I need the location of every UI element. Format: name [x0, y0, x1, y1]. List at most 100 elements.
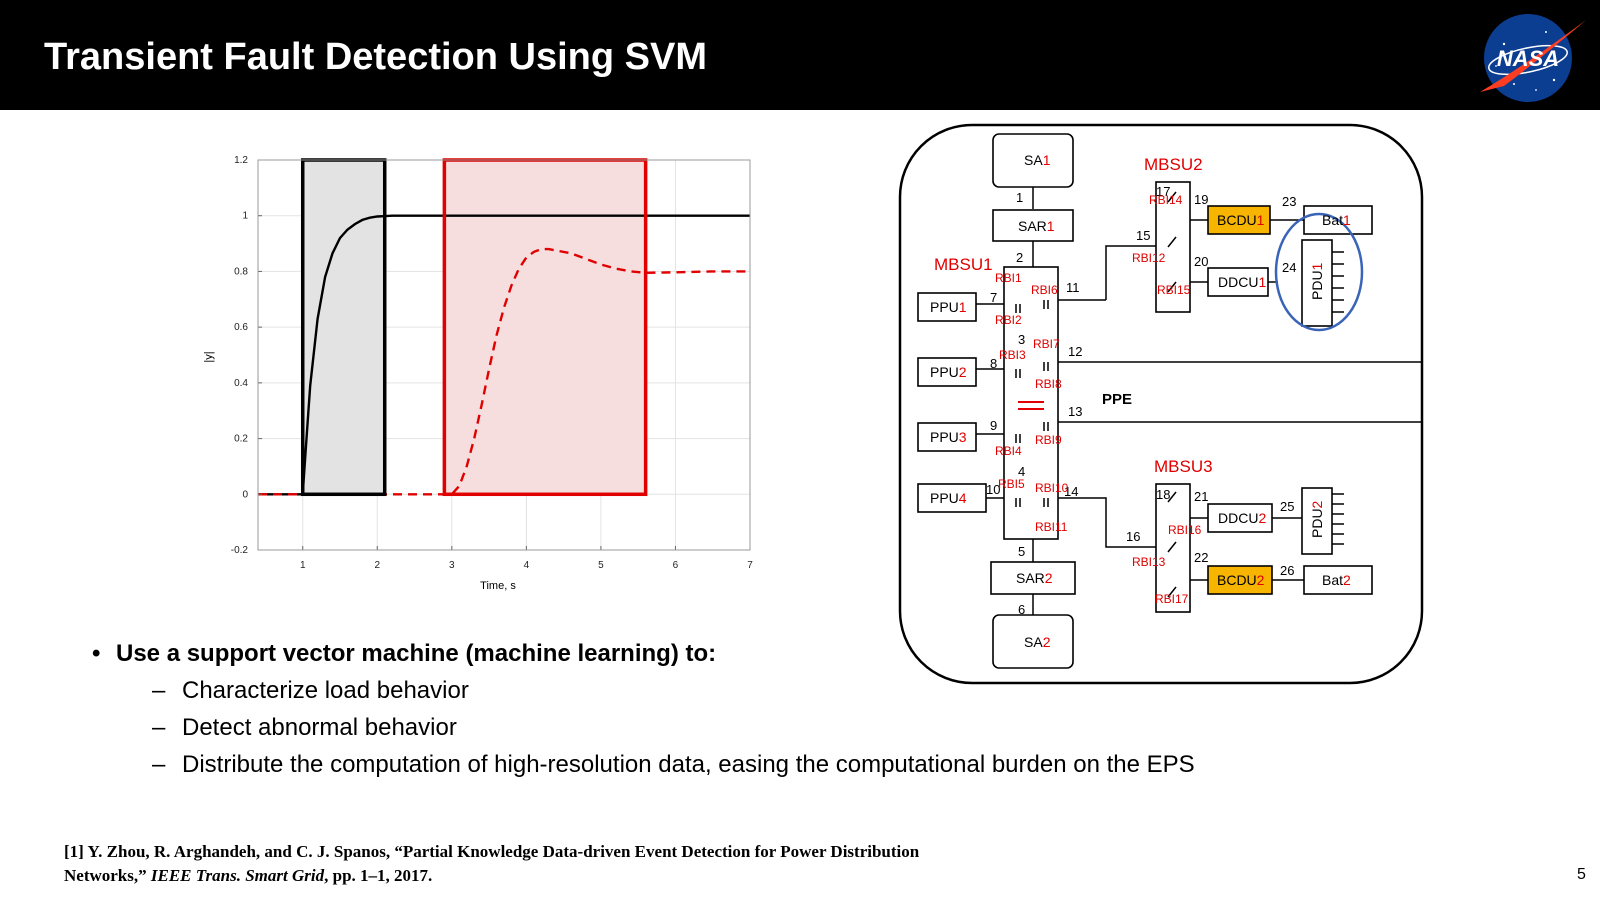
bcdu1-box: [1207, 205, 1271, 235]
ppu2-label: PPU2: [930, 364, 967, 380]
bullet-main: • Use a support vector machine (machine …: [92, 636, 1492, 672]
pdu-output-lines: [1332, 251, 1344, 545]
node-7: 7: [990, 290, 997, 305]
x-tick-label: 2: [374, 560, 380, 571]
breaker-symbols: [1015, 191, 1177, 598]
reference-line-2: Networks,” IEEE Trans. Smart Grid, pp. 1…: [64, 864, 1164, 888]
rbi12-label: RBI12: [1132, 251, 1166, 265]
y-tick-label: 0.8: [234, 266, 248, 277]
sub-bullet-text: Detect abnormal behavior: [182, 714, 457, 741]
pdu1-highlight-circle: [1274, 212, 1364, 332]
node-16: 16: [1126, 529, 1140, 544]
rbi1-label: RBI1: [995, 271, 1022, 285]
sub-bullet: – Distribute the computation of high-res…: [92, 746, 1492, 783]
ppu4-box: [917, 483, 987, 513]
ddcu1-label: DDCU1: [1218, 274, 1266, 290]
y-tick-label: 0.2: [234, 434, 248, 445]
sar2-box: [990, 561, 1076, 595]
diagram-border: [898, 123, 1424, 685]
slide-header: Transient Fault Detection Using SVM NASA: [0, 0, 1600, 110]
chart-series: [258, 214, 750, 496]
node-5: 5: [1018, 544, 1025, 559]
node-12: 12: [1068, 344, 1082, 359]
x-tick-label: 3: [449, 560, 455, 571]
node-25: 25: [1280, 499, 1294, 514]
y-axis-label: |y|: [203, 351, 215, 362]
node-18: 18: [1156, 487, 1170, 502]
highlight-box-fill: [302, 160, 385, 495]
node-22: 22: [1194, 550, 1208, 565]
rbi-labels: RBI1 RBI2 RBI3 RBI4 RBI5 RBI6 RBI7 RBI8 …: [995, 193, 1202, 606]
node-6: 6: [1018, 602, 1025, 617]
sa1-label: SA1: [1024, 152, 1051, 168]
bcdu2-box: [1207, 565, 1273, 595]
sub-bullet-dash: –: [152, 751, 166, 778]
reference-citation: [1] Y. Zhou, R. Arghandeh, and C. J. Spa…: [64, 840, 1164, 888]
rbi17-label: RBI17: [1155, 592, 1189, 606]
nasa-logo-text: NASA: [1497, 46, 1559, 71]
ppe-label: PPE: [1102, 391, 1132, 408]
bat2-label: Bat2: [1322, 572, 1351, 588]
rbi9-label: RBI9: [1035, 433, 1062, 447]
pdu1-box: [1301, 239, 1333, 327]
node-8: 8: [990, 356, 997, 371]
ppu3-label: PPU3: [930, 429, 967, 445]
x-tick-label: 1: [300, 560, 306, 571]
sub-bullet-text: Characterize load behavior: [182, 677, 469, 704]
x-tick-label: 6: [673, 560, 679, 571]
sa2-label: SA2: [1024, 634, 1051, 650]
reference-pages: , pp. 1–1, 2017.: [324, 866, 433, 885]
sa2-box: [992, 614, 1074, 669]
mbsu2-bus: [1155, 181, 1191, 313]
rbi14-label: RBI14: [1149, 193, 1183, 207]
rbi7-label: RBI7: [1033, 337, 1060, 351]
node-13: 13: [1068, 404, 1082, 419]
node-23: 23: [1282, 194, 1296, 209]
node-14: 14: [1064, 484, 1078, 499]
reference-authors-end: Networks,”: [64, 866, 151, 885]
y-tick-label: 1: [242, 211, 248, 222]
rbi2-label: RBI2: [995, 313, 1022, 327]
rbi4-label: RBI4: [995, 444, 1022, 458]
sub-bullet-text: Distribute the computation of high-resol…: [182, 751, 1195, 778]
bcdu1-label: BCDU1: [1217, 212, 1265, 228]
nasa-logo: NASA: [1480, 14, 1586, 102]
rbi10-label: RBI10: [1035, 481, 1069, 495]
component-labels: SA1 SAR1 SAR2 SA2 PPU1 PPU2 PPU3 PPU4 BC…: [930, 152, 1351, 650]
bcdu2-label: BCDU2: [1217, 572, 1265, 588]
sub-bullet: – Detect abnormal behavior: [92, 709, 1492, 746]
ddcu1-box: [1207, 267, 1269, 297]
mbsu1-label: MBSU1: [934, 255, 993, 274]
rbi6-label: RBI6: [1031, 283, 1058, 297]
node-1: 1: [1016, 190, 1023, 205]
rbi11-label: RBI11: [1035, 520, 1068, 534]
normal-response-line: [258, 214, 750, 496]
node-19: 19: [1194, 192, 1208, 207]
ppu2-box: [917, 357, 977, 387]
ppu3-box: [917, 422, 977, 452]
y-tick-label: 1.2: [234, 155, 248, 166]
rbi13-label: RBI13: [1132, 555, 1166, 569]
sub-bullet: – Characterize load behavior: [92, 672, 1492, 709]
rbi16-label: RBI16: [1168, 523, 1202, 537]
bullet-list: • Use a support vector machine (machine …: [92, 636, 1492, 783]
ddcu2-label: DDCU2: [1218, 510, 1266, 526]
node-20: 20: [1194, 254, 1208, 269]
ppu1-box: [917, 292, 977, 322]
node-4: 4: [1018, 464, 1025, 479]
slide-title: Transient Fault Detection Using SVM: [44, 36, 707, 78]
ppu4-label: PPU4: [930, 490, 967, 506]
x-axis-label: Time, s: [480, 580, 516, 592]
ddcu2-box: [1207, 503, 1273, 533]
rbi15-label: RBI15: [1157, 283, 1191, 297]
reference-journal: IEEE Trans. Smart Grid: [150, 866, 325, 885]
chart-highlight-boxes: [302, 160, 646, 495]
rbi3-label: RBI3: [999, 348, 1026, 362]
mbsu3-label: MBSU3: [1154, 457, 1213, 476]
pdu1-label: PDU1: [1309, 262, 1325, 300]
x-tick-label: 5: [598, 560, 604, 571]
plot-frame: [257, 159, 751, 551]
node-3: 3: [1018, 332, 1025, 347]
y-tick-label: 0: [242, 489, 248, 500]
